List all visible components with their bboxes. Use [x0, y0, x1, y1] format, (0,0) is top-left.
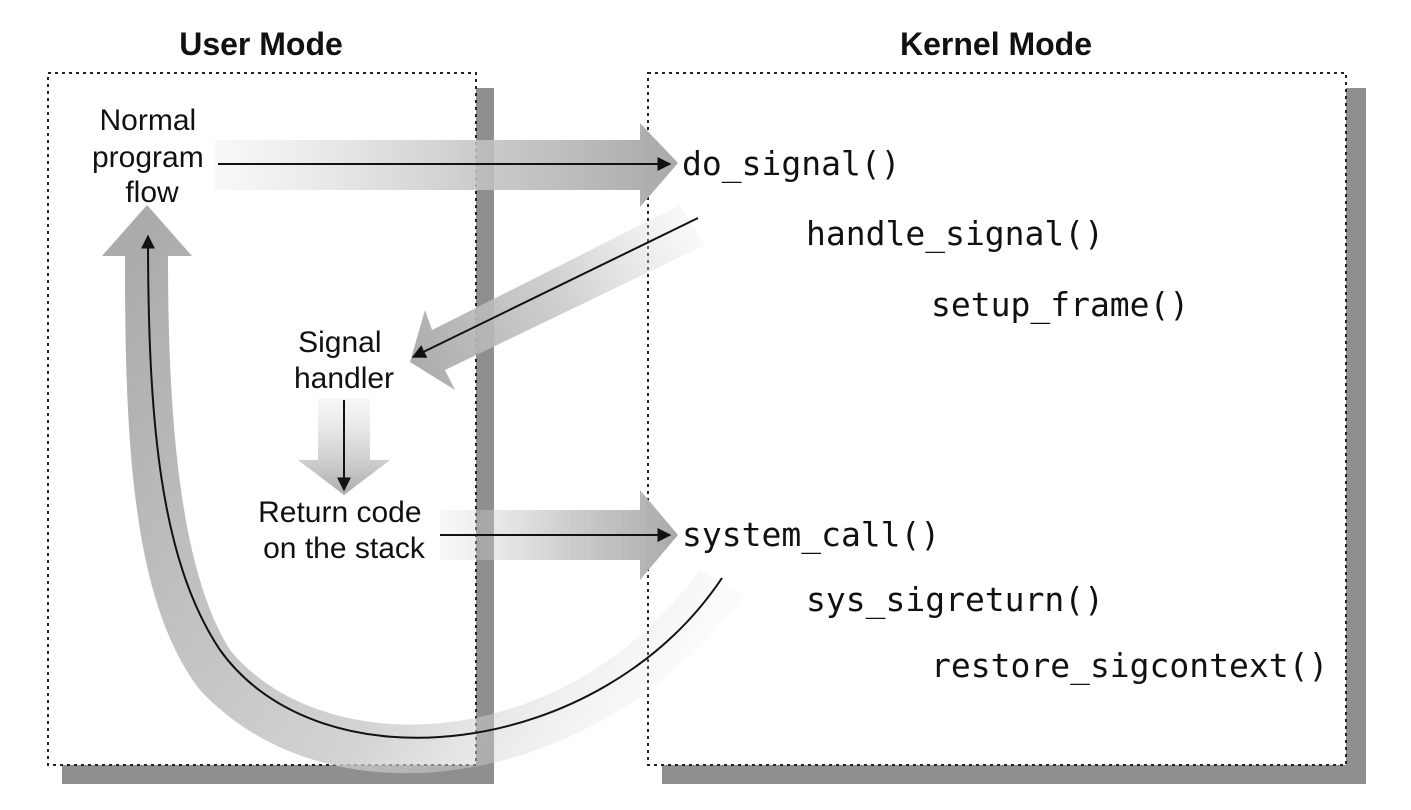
- restore-sigcontext-label: restore_sigcontext(): [931, 646, 1328, 686]
- kernel-mode-panel: [647, 72, 1347, 766]
- setup-frame-label: setup_frame(): [931, 285, 1189, 325]
- system-call-label: system_call(): [682, 515, 940, 555]
- normal-program-flow-label: Normal program flow: [92, 104, 212, 209]
- do-signal-label: do_signal(): [682, 144, 901, 184]
- kernel-mode-title: Kernel Mode: [900, 26, 1092, 62]
- line-arrow-to-signal-handler: [411, 217, 699, 358]
- line-arrow-return-curve: [141, 234, 723, 739]
- signal-handler-label: Signal handler: [294, 326, 394, 395]
- return-code-label: Return code on the stack: [258, 496, 430, 565]
- handle-signal-label: handle_signal(): [806, 214, 1104, 254]
- flow-arrow-return-curve: [102, 205, 745, 774]
- sys-sigreturn-label: sys_sigreturn(): [806, 580, 1104, 620]
- user-mode-title: User Mode: [179, 26, 343, 62]
